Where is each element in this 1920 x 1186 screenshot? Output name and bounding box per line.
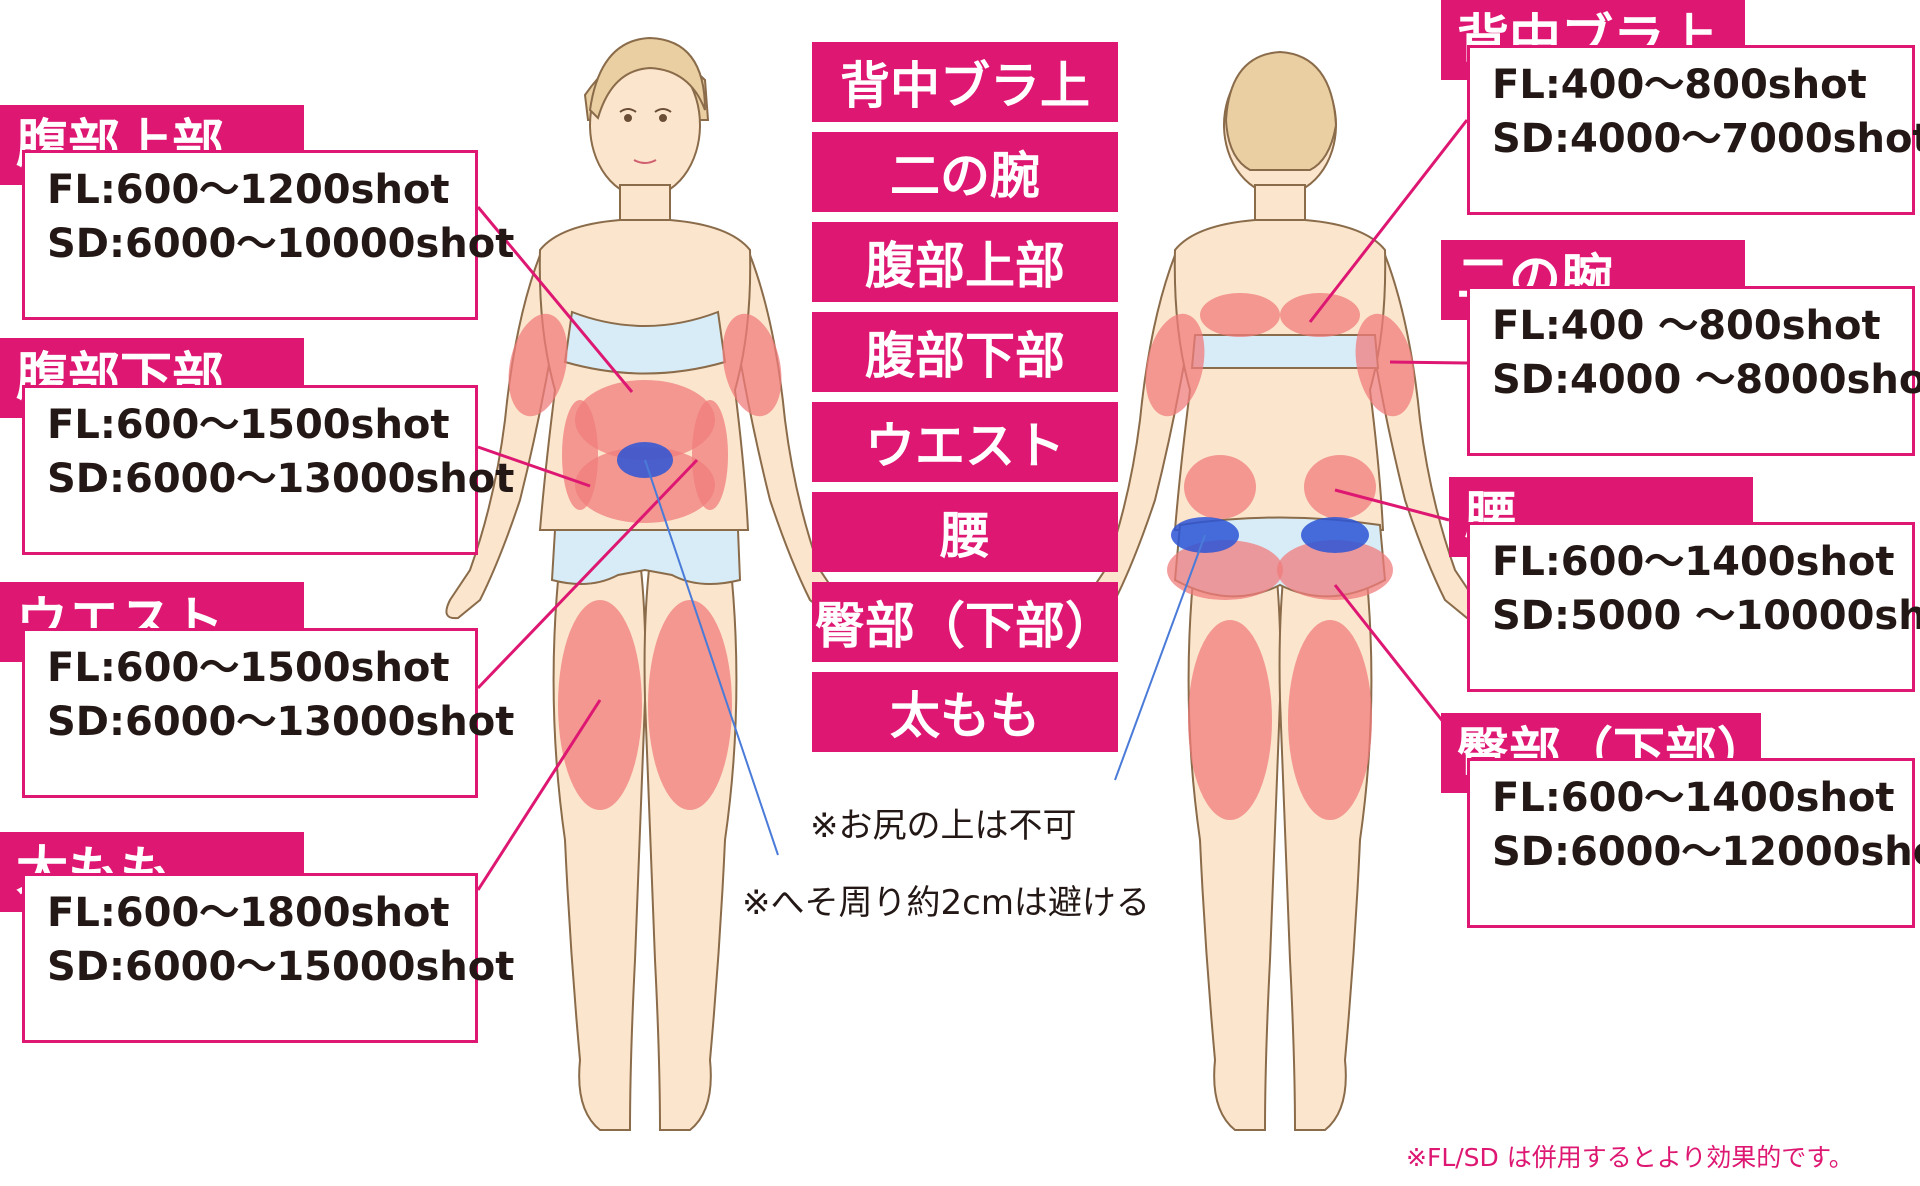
sd-shots: SD:4000〜7000shot bbox=[1492, 116, 1920, 162]
menu-buttocks: 臀部（下部） bbox=[812, 582, 1118, 662]
menu-lower-back-text: 腰 bbox=[940, 507, 990, 565]
sd-shots: SD:4000 〜8000shot bbox=[1492, 357, 1920, 403]
sd-shots: SD:5000 〜10000shot bbox=[1492, 593, 1920, 639]
fl-shots: FL:600〜1400shot bbox=[1492, 539, 1895, 585]
footnote: ※FL/SD は併用するとより効果的です。 bbox=[1406, 1143, 1854, 1172]
menu-upper-abdomen-text: 腹部上部 bbox=[865, 237, 1065, 295]
menu-thigh: 太もも bbox=[812, 672, 1118, 752]
menu-buttocks-text: 臀部（下部） bbox=[815, 597, 1115, 655]
menu-back-upper: 背中ブラ上 bbox=[812, 42, 1118, 122]
fl-shots: FL:600〜1500shot bbox=[47, 402, 450, 448]
menu-back-upper-text: 背中ブラ上 bbox=[840, 57, 1090, 115]
info-thigh: FL:600〜1800shot SD:6000〜15000shot bbox=[22, 873, 515, 1043]
note-navel: ※へそ周り約2cmは避ける bbox=[742, 883, 1150, 923]
sd-shots: SD:6000〜13000shot bbox=[47, 456, 515, 502]
info-back-upper: FL:400〜800shot SD:4000〜7000shot bbox=[1467, 45, 1920, 215]
front-face bbox=[619, 108, 672, 164]
menu-waist-text: ウエスト bbox=[865, 417, 1065, 475]
menu-upper-abdomen: 腹部上部 bbox=[812, 222, 1118, 302]
fl-shots: FL:400 〜800shot bbox=[1492, 303, 1881, 349]
menu-upper-arm: 二の腕 bbox=[812, 132, 1118, 212]
menu-waist: ウエスト bbox=[812, 402, 1118, 482]
fl-shots: FL:600〜1200shot bbox=[47, 167, 450, 213]
fl-shots: FL:600〜1800shot bbox=[47, 890, 450, 936]
treatment-zones bbox=[508, 293, 1415, 820]
sd-shots: SD:6000〜15000shot bbox=[47, 944, 515, 990]
fl-shots: FL:600〜1500shot bbox=[47, 645, 450, 691]
info-lower-abdomen: FL:600〜1500shot SD:6000〜13000shot bbox=[22, 385, 515, 555]
info-buttocks: FL:600〜1400shot SD:6000〜12000shot bbox=[1467, 758, 1920, 928]
info-upper-arm: FL:400 〜800shot SD:4000 〜8000shot bbox=[1467, 286, 1920, 456]
fl-shots: FL:400〜800shot bbox=[1492, 62, 1867, 108]
menu-lower-abdomen-text: 腹部下部 bbox=[865, 327, 1065, 385]
menu-upper-arm-text: 二の腕 bbox=[890, 147, 1040, 205]
leader-lines bbox=[476, 119, 1469, 891]
menu-thigh-text: 太もも bbox=[890, 687, 1040, 745]
menu-lower-abdomen: 腹部下部 bbox=[812, 312, 1118, 392]
sd-shots: SD:6000〜13000shot bbox=[47, 699, 515, 745]
sd-shots: SD:6000〜12000shot bbox=[1492, 829, 1920, 875]
note-pointers bbox=[644, 459, 1206, 856]
back-figure bbox=[1080, 50, 1480, 1131]
info-upper-abdomen: FL:600〜1200shot SD:6000〜10000shot bbox=[22, 150, 515, 320]
menu-lower-back: 腰 bbox=[812, 492, 1118, 572]
fl-shots: FL:600〜1400shot bbox=[1492, 775, 1895, 821]
note-hip: ※お尻の上は不可 bbox=[810, 806, 1077, 846]
sd-shots: SD:6000〜10000shot bbox=[47, 221, 515, 267]
info-waist: FL:600〜1500shot SD:6000〜13000shot bbox=[22, 628, 515, 798]
info-lower-back: FL:600〜1400shot SD:5000 〜10000shot bbox=[1467, 522, 1920, 692]
